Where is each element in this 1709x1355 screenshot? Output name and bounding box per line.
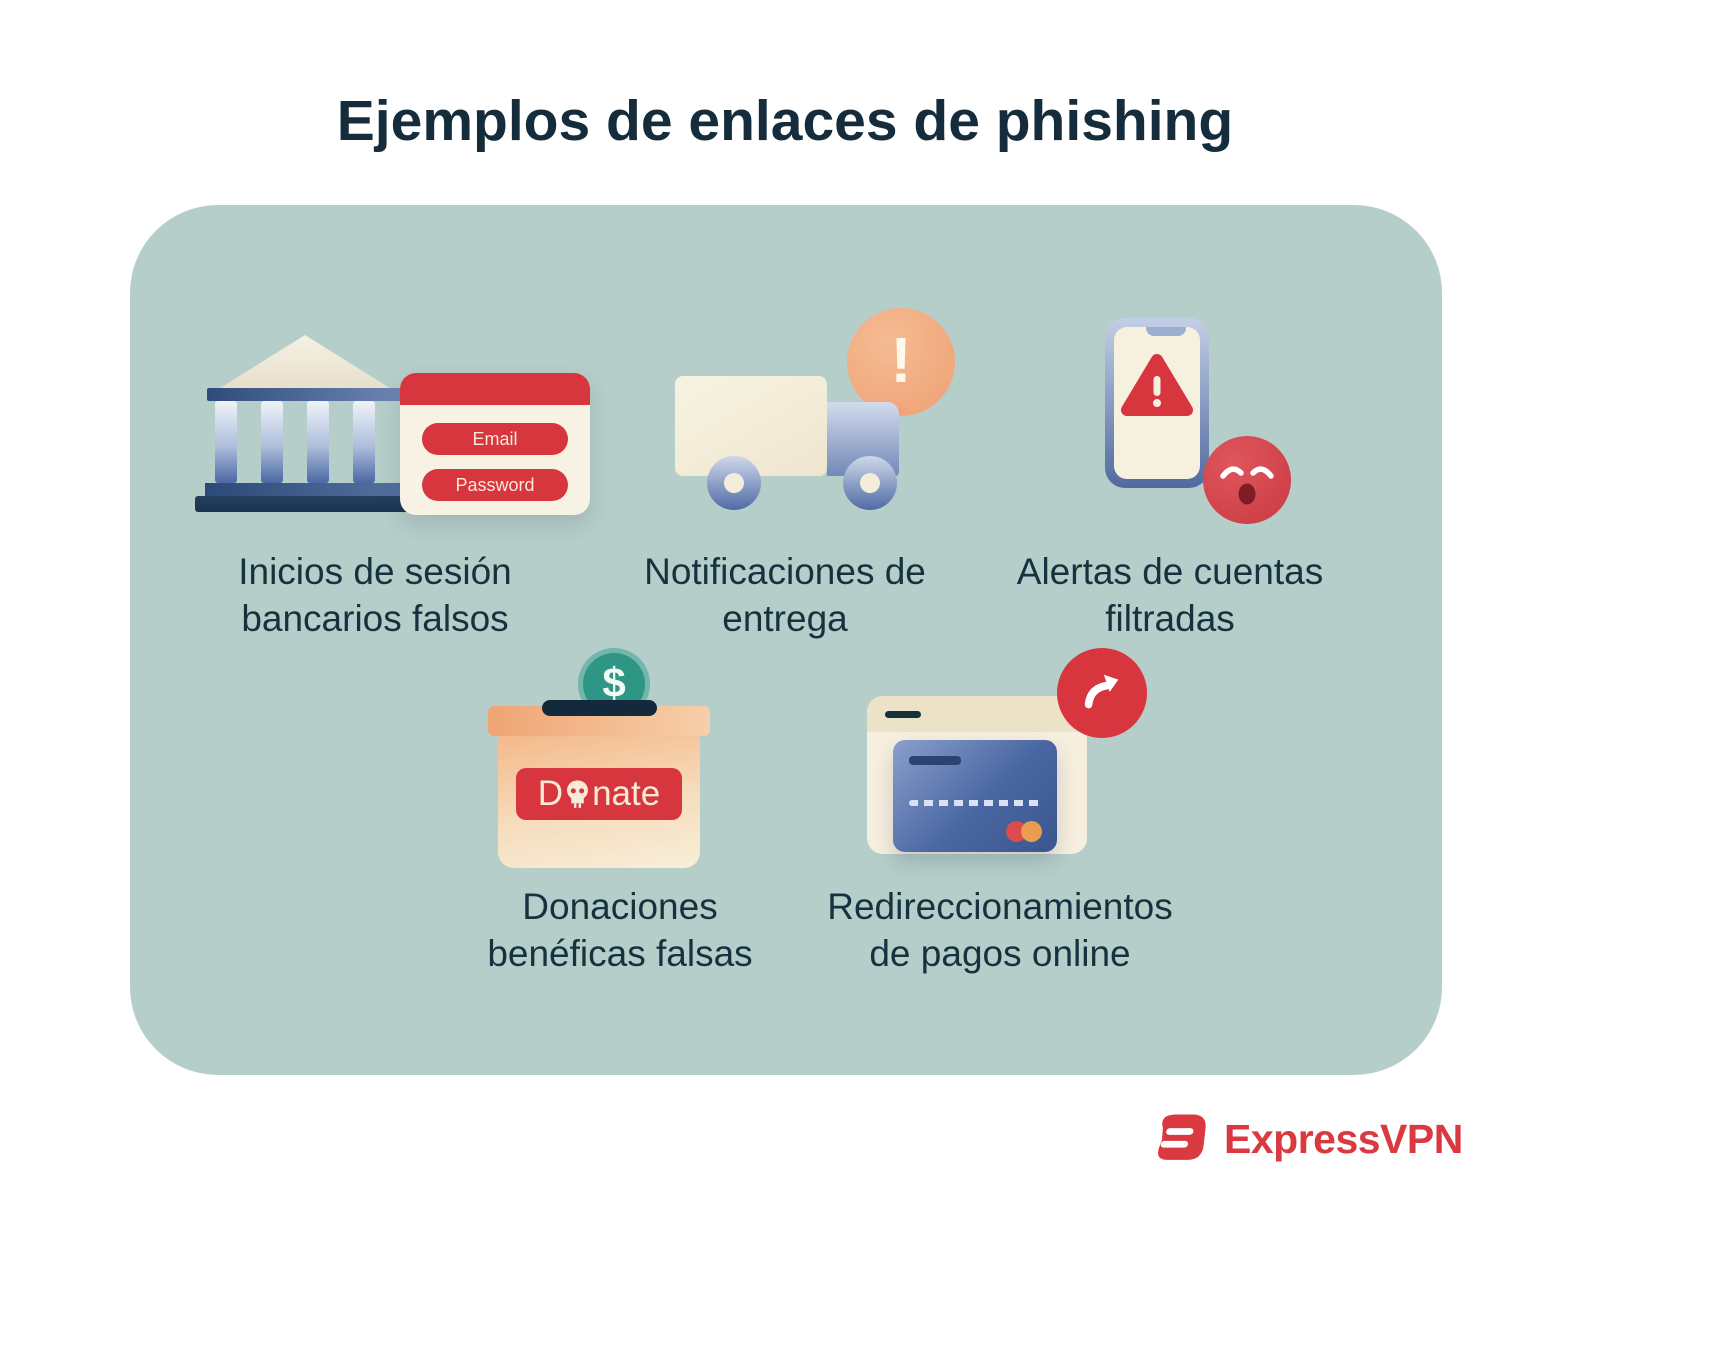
card-stripe — [909, 756, 961, 765]
caption-line: entrega — [722, 598, 848, 639]
password-field: Password — [422, 469, 568, 501]
caption-line: Alertas de cuentas — [1016, 551, 1324, 592]
caption-payment-redirects: Redireccionamientos de pagos online — [785, 883, 1215, 977]
caption-line: Redireccionamientos — [827, 886, 1173, 927]
payment-redirect-illustration — [855, 648, 1175, 873]
bank-column — [261, 401, 283, 483]
caption-delivery: Notificaciones de entrega — [590, 548, 980, 642]
bank-base — [195, 496, 417, 512]
bank-architrave — [207, 388, 403, 401]
caption-line: Notificaciones de — [644, 551, 926, 592]
card-number-dashes — [909, 800, 1041, 806]
phone-icon — [1105, 318, 1209, 488]
page-title: Ejemplos de enlaces de phishing — [336, 89, 1234, 153]
worried-face-icon — [1203, 436, 1291, 524]
caption-line: bancarios falsos — [241, 598, 509, 639]
card-network-circle-orange — [1021, 821, 1042, 842]
brand-lockup: ExpressVPN — [1152, 1110, 1463, 1168]
brand-name: ExpressVPN — [1224, 1115, 1463, 1162]
caption-line: filtradas — [1105, 598, 1235, 639]
alert-bubble-icon: ! — [847, 308, 955, 416]
donation-slot — [542, 700, 657, 716]
caption-line: Donaciones — [522, 886, 718, 927]
content-panel: Email Password Inicios de sesión bancari… — [130, 205, 1442, 1075]
caption-line: de pagos online — [869, 933, 1131, 974]
expressvpn-logo-icon — [1158, 1114, 1206, 1160]
delivery-truck-illustration: ! — [635, 308, 975, 528]
account-alert-illustration — [1095, 318, 1375, 538]
donate-text-prefix: D — [537, 774, 564, 813]
wheel-hub — [860, 473, 880, 493]
worried-face-features — [1220, 466, 1274, 505]
truck-wheel — [707, 456, 761, 510]
browser-topbar — [867, 696, 1087, 732]
redirect-arrow-badge — [1057, 648, 1147, 738]
email-field: Email — [422, 423, 568, 455]
bank-base — [205, 483, 405, 496]
bank-column — [353, 401, 375, 483]
donation-box-illustration: $ D nate — [478, 648, 768, 873]
login-form-card: Email Password — [400, 373, 590, 515]
card-header-bar — [400, 373, 590, 405]
warning-triangle-icon — [1121, 354, 1193, 416]
redirect-arrow-icon — [1084, 674, 1119, 709]
credit-card-icon — [893, 740, 1057, 852]
truck-body — [675, 376, 827, 476]
bank-column — [307, 401, 329, 483]
caption-line: benéficas falsas — [487, 933, 753, 974]
donate-button: D nate — [516, 768, 682, 820]
phone-notch — [1146, 327, 1186, 336]
caption-donations: Donaciones benéficas falsas — [420, 883, 820, 977]
donation-box: D nate — [498, 736, 700, 868]
skull-icon — [567, 780, 588, 809]
truck-wheel — [843, 456, 897, 510]
bank-column — [215, 401, 237, 483]
bank-pediment — [217, 335, 393, 390]
caption-line: Inicios de sesión — [238, 551, 512, 592]
caption-bank-logins: Inicios de sesión bancarios falsos — [155, 548, 595, 642]
caption-account-alerts: Alertas de cuentas filtradas — [975, 548, 1365, 642]
browser-address-dash — [885, 711, 921, 718]
wheel-hub — [724, 473, 744, 493]
donate-text-suffix: nate — [592, 774, 661, 813]
bank-login-illustration: Email Password — [175, 325, 590, 530]
